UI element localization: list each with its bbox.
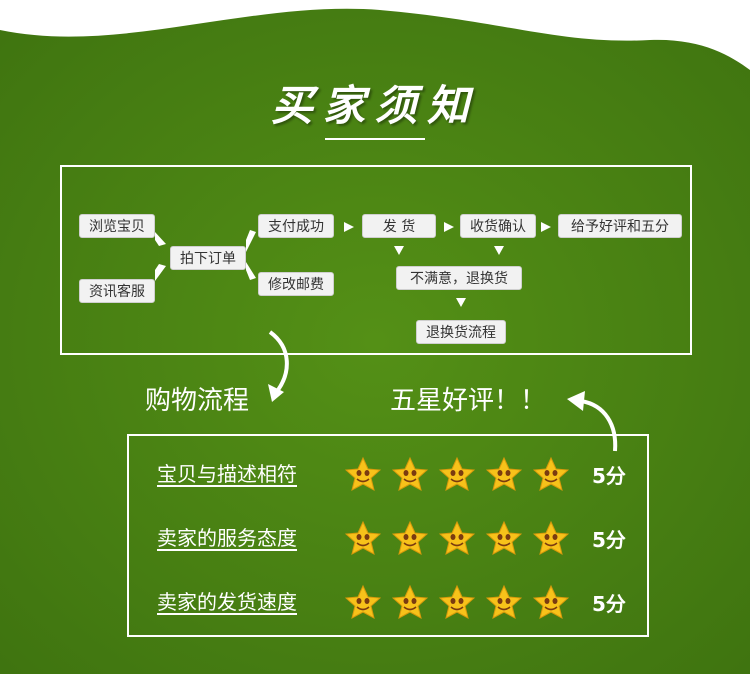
smiley-star-icon bbox=[391, 584, 429, 624]
flow-node-review: 给予好评和五分 bbox=[558, 214, 682, 238]
smiley-star-icon bbox=[438, 584, 476, 624]
rating-score: 5分 bbox=[592, 528, 626, 552]
flow-node-browse: 浏览宝贝 bbox=[79, 214, 155, 238]
smiley-star-icon bbox=[391, 520, 429, 560]
rating-label: 卖家的服务态度 bbox=[157, 526, 297, 550]
flow-node-inquire: 资讯客服 bbox=[79, 279, 155, 303]
five-star-label: 五星好评！！ bbox=[390, 386, 547, 416]
curved-arrow-down-icon bbox=[268, 330, 289, 402]
flow-node-ship: 发 货 bbox=[362, 214, 436, 238]
smiley-star-icon bbox=[391, 456, 429, 496]
smiley-star-icon bbox=[532, 584, 570, 624]
smiley-star-icon bbox=[532, 520, 570, 560]
flow-node-return-flow: 退换货流程 bbox=[416, 320, 506, 344]
rating-box bbox=[127, 434, 649, 637]
shopping-process-label: 购物流程 bbox=[145, 386, 250, 416]
smiley-star-icon bbox=[344, 456, 382, 496]
smiley-star-icon bbox=[438, 456, 476, 496]
star-rating bbox=[344, 584, 570, 624]
star-rating bbox=[344, 456, 570, 496]
flow-node-receive: 收货确认 bbox=[460, 214, 536, 238]
smiley-star-icon bbox=[485, 520, 523, 560]
smiley-star-icon bbox=[438, 520, 476, 560]
flow-node-unhappy: 不满意，退换货 bbox=[396, 266, 522, 290]
rating-score: 5分 bbox=[592, 464, 626, 488]
rating-score: 5分 bbox=[592, 592, 626, 616]
curved-arrow-up-icon bbox=[567, 391, 618, 452]
smiley-star-icon bbox=[485, 584, 523, 624]
smiley-star-icon bbox=[532, 456, 570, 496]
flow-node-edit-shipping: 修改邮费 bbox=[258, 272, 334, 296]
rating-label: 卖家的发货速度 bbox=[157, 590, 297, 614]
smiley-star-icon bbox=[344, 520, 382, 560]
page-title: 买家须知 bbox=[270, 81, 479, 130]
smiley-star-icon bbox=[344, 584, 382, 624]
flow-diagram-box bbox=[60, 165, 692, 355]
flow-node-paid: 支付成功 bbox=[258, 214, 334, 238]
title-underline bbox=[325, 138, 425, 140]
smiley-star-icon bbox=[485, 456, 523, 496]
flow-node-order: 拍下订单 bbox=[170, 246, 246, 270]
star-rating bbox=[344, 520, 570, 560]
rating-label: 宝贝与描述相符 bbox=[157, 462, 297, 486]
